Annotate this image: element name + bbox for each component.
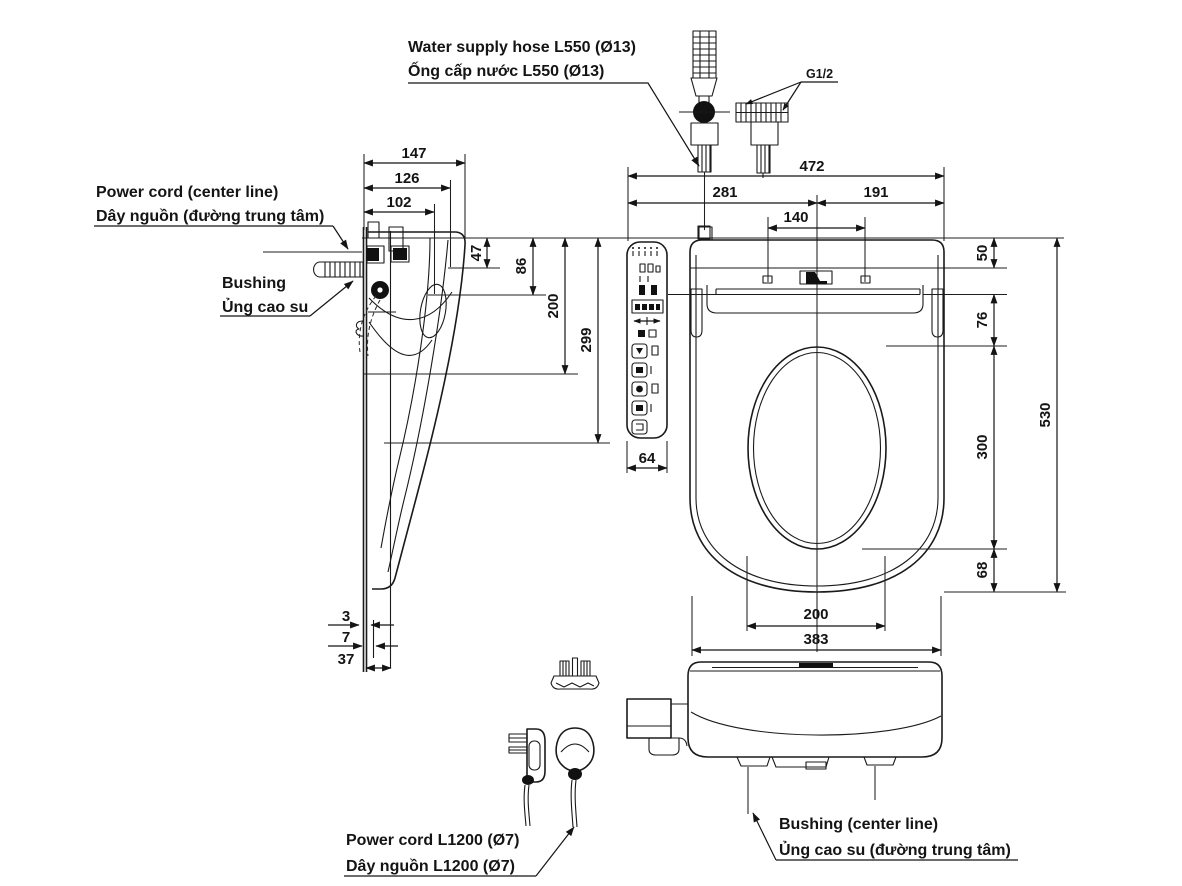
dim-top-50: 50	[974, 245, 991, 262]
label-water-hose: Water supply hose L550 (Ø13) Ống cấp nướ…	[408, 39, 700, 167]
power-cord-l1200-en: Power cord L1200 (Ø7)	[346, 832, 519, 849]
dim-side-126: 126	[394, 170, 419, 187]
dim-side-47: 47	[468, 245, 485, 262]
dim-side-86: 86	[513, 258, 530, 275]
top-view-dimensions: 472 281 191 140 50 76 300 68 530 200 383	[627, 158, 1061, 654]
dim-side-3: 3	[342, 608, 350, 625]
shutoff-valve-fitting	[735, 102, 789, 178]
water-supply-hose-fitting	[679, 30, 730, 240]
label-bushing-bottom: Bushing (center line) Ủng cao su (đường …	[752, 812, 1018, 861]
label-power-cord-bottom: Power cord L1200 (Ø7) Dây nguồn L1200 (Ø…	[344, 826, 575, 877]
power-cord-l1200-vi: Dây nguồn L1200 (Ø7)	[346, 858, 515, 875]
remote-control-panel: 64	[626, 241, 668, 472]
power-cord-label-vi: Dây nguồn (đường trung tâm)	[96, 208, 324, 225]
dim-top-76: 76	[974, 312, 991, 329]
bushing-center-vi: Ủng cao su (đường trung tâm)	[779, 840, 1011, 859]
dim-side-37: 37	[338, 651, 355, 668]
dim-side-200: 200	[545, 293, 562, 318]
bushing-center-en: Bushing (center line)	[779, 816, 938, 833]
power-plug-front	[555, 727, 595, 828]
top-view	[668, 226, 945, 593]
label-thread-spec: G1/2	[745, 67, 838, 111]
dim-top-530: 530	[1037, 402, 1054, 427]
bowl-outline	[747, 346, 887, 550]
dim-top-383: 383	[803, 631, 828, 648]
label-bushing-side: Bushing Ủng cao su	[220, 275, 354, 317]
water-hose-label-vi: Ống cấp nước L550 (Ø13)	[408, 60, 604, 80]
bushing-tube	[313, 261, 364, 278]
dim-top-191: 191	[863, 184, 888, 201]
dim-top-472: 472	[799, 158, 824, 175]
dim-top-300: 300	[974, 434, 991, 459]
dim-top-68: 68	[974, 562, 991, 579]
bushing-label-en: Bushing	[222, 275, 286, 292]
g12-label: G1/2	[806, 67, 833, 81]
power-plug-side	[508, 728, 546, 827]
bushing-label-vi: Ủng cao su	[222, 297, 308, 316]
dim-side-147: 147	[401, 145, 426, 162]
dim-panel-64: 64	[639, 450, 656, 467]
power-cord-label-en: Power cord (center line)	[96, 184, 278, 201]
dim-side-299: 299	[578, 327, 595, 352]
reference-lines	[362, 154, 1066, 656]
bushing-part	[550, 657, 600, 690]
dim-side-7: 7	[342, 629, 350, 646]
side-view-dimensions: 147 126 102 47 86 200 299 3 7 37	[328, 145, 602, 672]
label-power-cord-top: Power cord (center line) Dây nguồn (đườn…	[94, 184, 362, 253]
water-hose-label-en: Water supply hose L550 (Ø13)	[408, 39, 636, 56]
dim-top-281: 281	[712, 184, 737, 201]
side-view	[313, 221, 466, 672]
dim-top-140: 140	[783, 209, 808, 226]
panel-buttons	[631, 343, 659, 435]
mount-slot	[419, 283, 447, 339]
front-view	[626, 661, 943, 814]
dim-side-102: 102	[386, 194, 411, 211]
dim-top-200: 200	[803, 606, 828, 623]
